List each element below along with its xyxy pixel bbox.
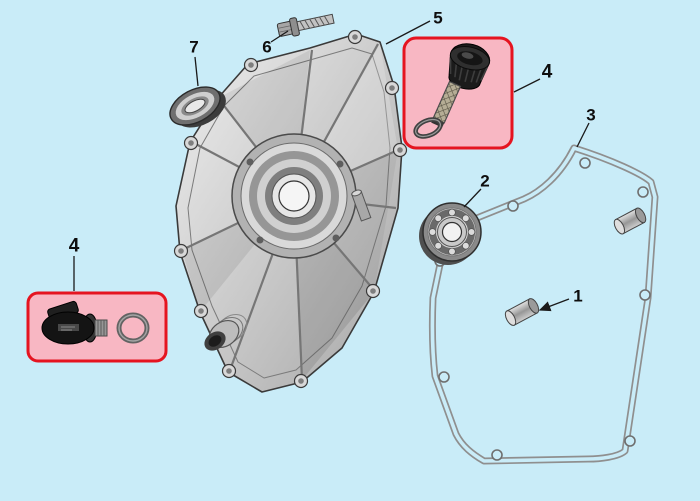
part-dowel-pin-1 xyxy=(504,298,540,326)
leader-line-2 xyxy=(463,188,482,208)
cover-center-bore xyxy=(231,133,357,259)
part-o-ring-dipstick xyxy=(413,117,443,139)
part-dowel-pin-2 xyxy=(613,207,647,235)
leader-line-1 xyxy=(538,298,570,312)
part-flange-bolt xyxy=(276,13,335,37)
callout-5[interactable]: 5 xyxy=(433,8,443,28)
gasket-bolt-holes xyxy=(434,157,651,461)
callout-3[interactable]: 3 xyxy=(586,105,596,125)
part-oil-dipstick xyxy=(431,43,491,128)
highlight-box-dipstick[interactable] xyxy=(402,36,514,150)
callout-1[interactable]: 1 xyxy=(573,286,583,306)
cover-filler-boss xyxy=(204,314,248,351)
part-ball-bearing xyxy=(419,202,482,265)
part-oil-filler-cap xyxy=(41,300,108,345)
cover-stud xyxy=(351,189,372,222)
callout-6[interactable]: 6 xyxy=(262,37,272,57)
part-o-ring-filler xyxy=(116,312,150,344)
part-crankcase-cover xyxy=(173,29,408,393)
leader-line-7 xyxy=(194,56,199,87)
leader-line-4-right xyxy=(513,78,541,93)
callout-4-right[interactable]: 4 xyxy=(541,61,553,83)
part-cover-gasket xyxy=(428,144,659,465)
leader-line-3 xyxy=(576,122,590,148)
leader-line-5 xyxy=(385,20,431,45)
part-oil-seal xyxy=(169,86,226,128)
highlight-box-filler-cap[interactable] xyxy=(26,291,168,363)
callout-2[interactable]: 2 xyxy=(480,171,490,191)
callout-4-left[interactable]: 4 xyxy=(68,235,80,257)
callout-7[interactable]: 7 xyxy=(189,37,199,57)
leader-line-6 xyxy=(270,30,289,43)
